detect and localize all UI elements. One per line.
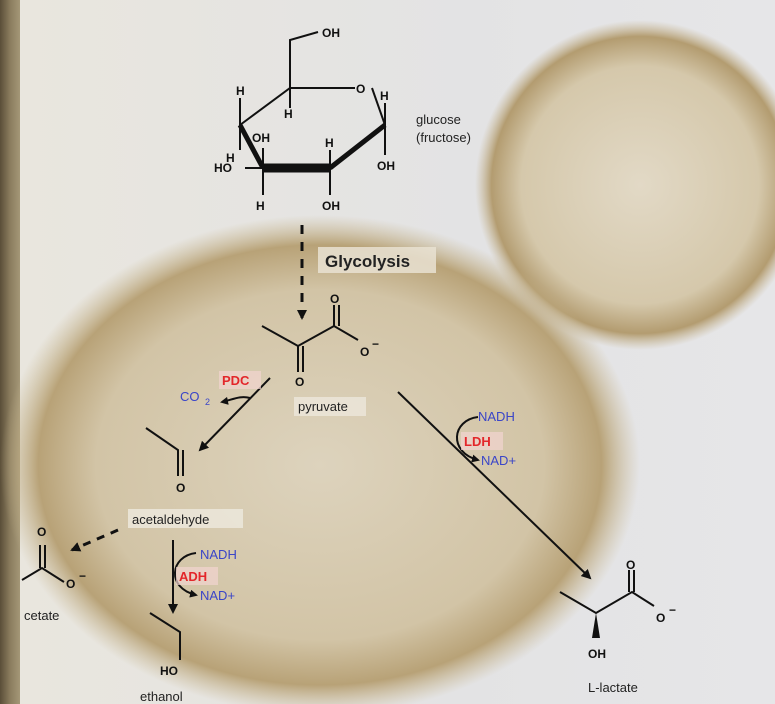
lactate-label: L-lactate [588, 680, 638, 695]
lactate-oxygen-minus: O [656, 611, 665, 625]
pyruvate-label: pyruvate [298, 399, 348, 414]
glucose-h: H [325, 136, 334, 150]
ldh-nad-label: NAD+ [481, 453, 516, 468]
pdc-arrow [198, 377, 271, 452]
yeast-cell-large [0, 215, 640, 704]
co2-subscript: 2 [205, 397, 210, 407]
glucose-oh-top: OH [322, 26, 340, 40]
pyruvate-oxygen-minus: O [360, 345, 369, 359]
pyruvate-keto-oxygen: O [295, 375, 304, 389]
acetate-minus: − [79, 569, 86, 583]
acetate-label: cetate [24, 608, 59, 623]
acetaldehyde-molecule [145, 427, 184, 476]
acetaldehyde-label: acetaldehyde [132, 512, 209, 527]
lactate-oxygen: O [626, 558, 635, 572]
pyruvate-oxygen: O [330, 292, 339, 306]
ldh-arrow [397, 391, 592, 580]
adh-enzyme-label: ADH [179, 569, 207, 584]
ethanol-ho: HO [160, 664, 178, 678]
adh-nadh-label: NADH [200, 547, 237, 562]
glucose-h: H [236, 84, 245, 98]
glucose-oh: OH [377, 159, 395, 173]
glucose-oh: OH [322, 199, 340, 213]
glucose-h: H [256, 199, 265, 213]
adh-cofactor-arrow [174, 552, 198, 598]
ldh-enzyme-label: LDH [464, 434, 491, 449]
glycolysis-label-bg [318, 247, 436, 273]
glucose-ho: HO [214, 161, 232, 175]
acetate-molecule [21, 545, 65, 583]
lactate-minus: − [669, 603, 676, 617]
pdc-label-bg [219, 371, 261, 389]
acetaldehyde-label-bg [128, 509, 243, 528]
glucose-label: glucose [416, 112, 461, 127]
ethanol-label: ethanol [140, 689, 183, 704]
co2-release-arrow [220, 396, 251, 405]
pyruvate-molecule [261, 305, 359, 372]
yeast-cell-small [475, 20, 775, 350]
lactate-molecule [559, 570, 655, 638]
ldh-nadh-label: NADH [478, 409, 515, 424]
glucose-ring-oxygen: O [356, 82, 365, 96]
glucose-h: H [380, 89, 389, 103]
adh-label-bg [176, 567, 218, 585]
co2-label: CO [180, 389, 200, 404]
ethanol-molecule [149, 612, 181, 660]
pyruvate-minus: − [372, 337, 379, 351]
ldh-cofactor-arrow [456, 416, 480, 463]
pdc-enzyme-label: PDC [222, 373, 250, 388]
pyruvate-label-bg [294, 397, 366, 416]
ldh-label-bg [461, 432, 503, 450]
fructose-label: (fructose) [416, 130, 471, 145]
acetate-oxygen-minus: O [66, 577, 75, 591]
acetate-oxygen: O [37, 525, 46, 539]
glucose-oh: OH [252, 131, 270, 145]
glucose-h: H [284, 107, 293, 121]
adh-nad-label: NAD+ [200, 588, 235, 603]
glucose-molecule [237, 31, 387, 195]
glycolysis-label: Glycolysis [325, 252, 410, 271]
lactate-oh: OH [588, 647, 606, 661]
acetaldehyde-oxygen: O [176, 481, 185, 495]
glucose-h: H [226, 151, 235, 165]
